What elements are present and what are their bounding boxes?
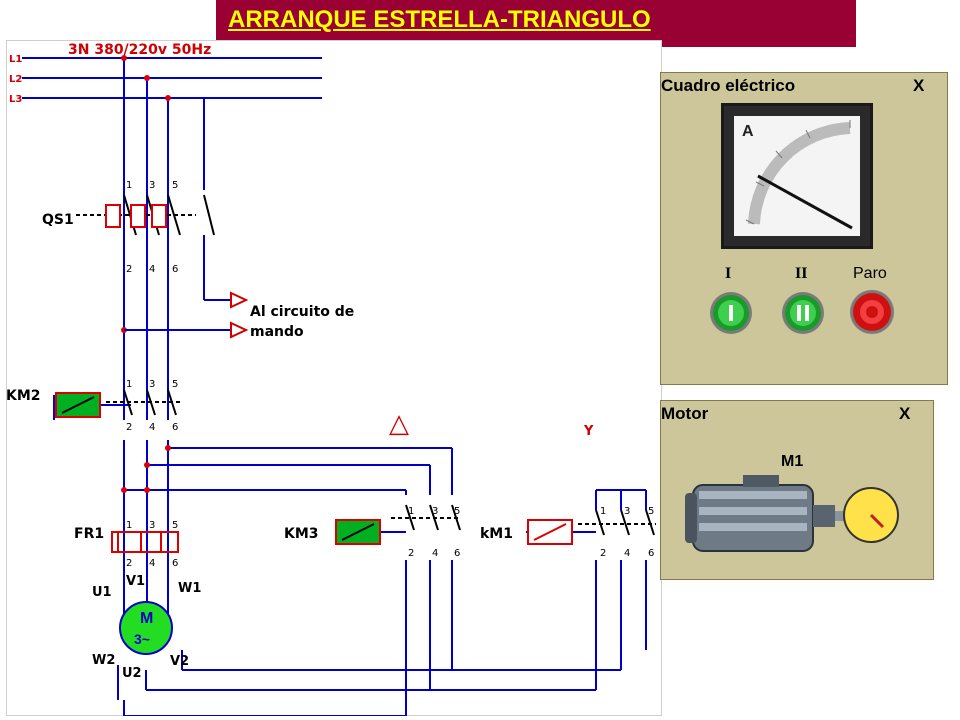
fr1-relay bbox=[111, 531, 179, 553]
terminal-v2: V2 bbox=[170, 654, 189, 669]
km2-t3: 3 bbox=[149, 379, 155, 390]
km3-t1: 1 bbox=[408, 506, 414, 517]
delta-symbol: △ bbox=[389, 409, 409, 439]
button-2-label: II bbox=[795, 265, 808, 282]
cuadro-electrico-panel: Cuadro eléctrico X A I II Paro bbox=[660, 72, 948, 385]
ammeter-face-icon: A bbox=[734, 116, 860, 236]
fr1-t4: 4 bbox=[149, 558, 155, 569]
km1-t3: 3 bbox=[624, 506, 630, 517]
km3-t4: 4 bbox=[432, 548, 438, 559]
km1-t4: 4 bbox=[624, 548, 630, 559]
motor-illustration-icon bbox=[685, 475, 849, 552]
motor-m-symbol: M 3~ bbox=[119, 601, 173, 655]
start-star-icon bbox=[718, 300, 744, 326]
star-symbol: Y bbox=[583, 424, 594, 439]
page-title: ARRANQUE ESTRELLA-TRIANGULO bbox=[228, 6, 651, 33]
stop-button[interactable] bbox=[853, 293, 891, 331]
phase-label-l3: L3 bbox=[9, 94, 22, 105]
ammeter-letter: A bbox=[742, 123, 754, 140]
mando-line1: Al circuito de bbox=[250, 304, 354, 320]
km3-coil bbox=[335, 519, 381, 545]
km1-t5: 5 bbox=[648, 506, 654, 517]
fr1-label: FR1 bbox=[74, 526, 104, 542]
km2-t2: 2 bbox=[126, 422, 132, 433]
km1-t6: 6 bbox=[648, 548, 654, 559]
mando-line2: mando bbox=[250, 324, 304, 340]
km2-t4: 4 bbox=[149, 422, 155, 433]
km2-t5: 5 bbox=[172, 379, 178, 390]
km1-t2: 2 bbox=[600, 548, 606, 559]
km2-label: KM2 bbox=[6, 388, 41, 404]
button-1-label: I bbox=[725, 265, 732, 282]
km2-coil bbox=[55, 392, 101, 418]
motor-m-text: M bbox=[140, 610, 153, 627]
km1-label: kM1 bbox=[480, 526, 513, 542]
motor-m1-label: M1 bbox=[781, 453, 804, 470]
km1-coil bbox=[527, 519, 573, 545]
km3-t6: 6 bbox=[454, 548, 460, 559]
stop-button-label: Paro bbox=[853, 265, 887, 282]
terminal-w2: W2 bbox=[92, 653, 115, 668]
motor-panel-title: Motor bbox=[661, 404, 709, 423]
star-delta-schematic: M 3~ 3N 380/220v 50Hz L1 L2 L3 QS1 Al ci… bbox=[6, 40, 662, 716]
qs1-t2: 2 bbox=[126, 264, 132, 275]
cuadro-header: Cuadro eléctrico X bbox=[661, 73, 947, 101]
qs1-label: QS1 bbox=[42, 212, 74, 228]
supply-label: 3N 380/220v 50Hz bbox=[68, 42, 211, 58]
start-delta-icon bbox=[790, 300, 816, 326]
terminal-u2: U2 bbox=[122, 666, 142, 681]
fr1-t5: 5 bbox=[172, 520, 178, 531]
km3-t5: 5 bbox=[454, 506, 460, 517]
motor-panel-header: Motor X bbox=[661, 401, 933, 429]
motor-panel-close-icon[interactable]: X bbox=[899, 404, 911, 423]
motor-speed-dial-icon bbox=[843, 487, 899, 543]
km1-t1: 1 bbox=[600, 506, 606, 517]
fr1-t3: 3 bbox=[149, 520, 155, 531]
ammeter: A bbox=[721, 103, 873, 249]
terminal-u1: U1 bbox=[92, 585, 112, 600]
terminal-v1: V1 bbox=[126, 574, 145, 589]
fr1-t6: 6 bbox=[172, 558, 178, 569]
qs1-t3: 3 bbox=[149, 180, 155, 191]
km2-t6: 6 bbox=[172, 422, 178, 433]
qs1-t5: 5 bbox=[172, 180, 178, 191]
terminal-w1: W1 bbox=[178, 581, 201, 596]
phase-label-l1: L1 bbox=[9, 54, 22, 65]
stop-icon bbox=[860, 300, 884, 324]
qs1-t4: 4 bbox=[149, 264, 155, 275]
qs1-t6: 6 bbox=[172, 264, 178, 275]
km3-label: KM3 bbox=[284, 526, 319, 542]
fr1-t2: 2 bbox=[126, 558, 132, 569]
cuadro-close-icon[interactable]: X bbox=[913, 76, 925, 95]
fr1-t1: 1 bbox=[126, 520, 132, 531]
km2-t1: 1 bbox=[126, 379, 132, 390]
motor-phase-text: 3~ bbox=[134, 631, 150, 647]
qs1-t1: 1 bbox=[126, 180, 132, 191]
km3-t2: 2 bbox=[408, 548, 414, 559]
cuadro-title: Cuadro eléctrico bbox=[661, 76, 796, 95]
motor-panel: Motor X M1 bbox=[660, 400, 934, 580]
start-delta-button[interactable] bbox=[785, 295, 821, 331]
start-star-button[interactable] bbox=[713, 295, 749, 331]
km3-t3: 3 bbox=[432, 506, 438, 517]
phase-label-l2: L2 bbox=[9, 74, 22, 85]
